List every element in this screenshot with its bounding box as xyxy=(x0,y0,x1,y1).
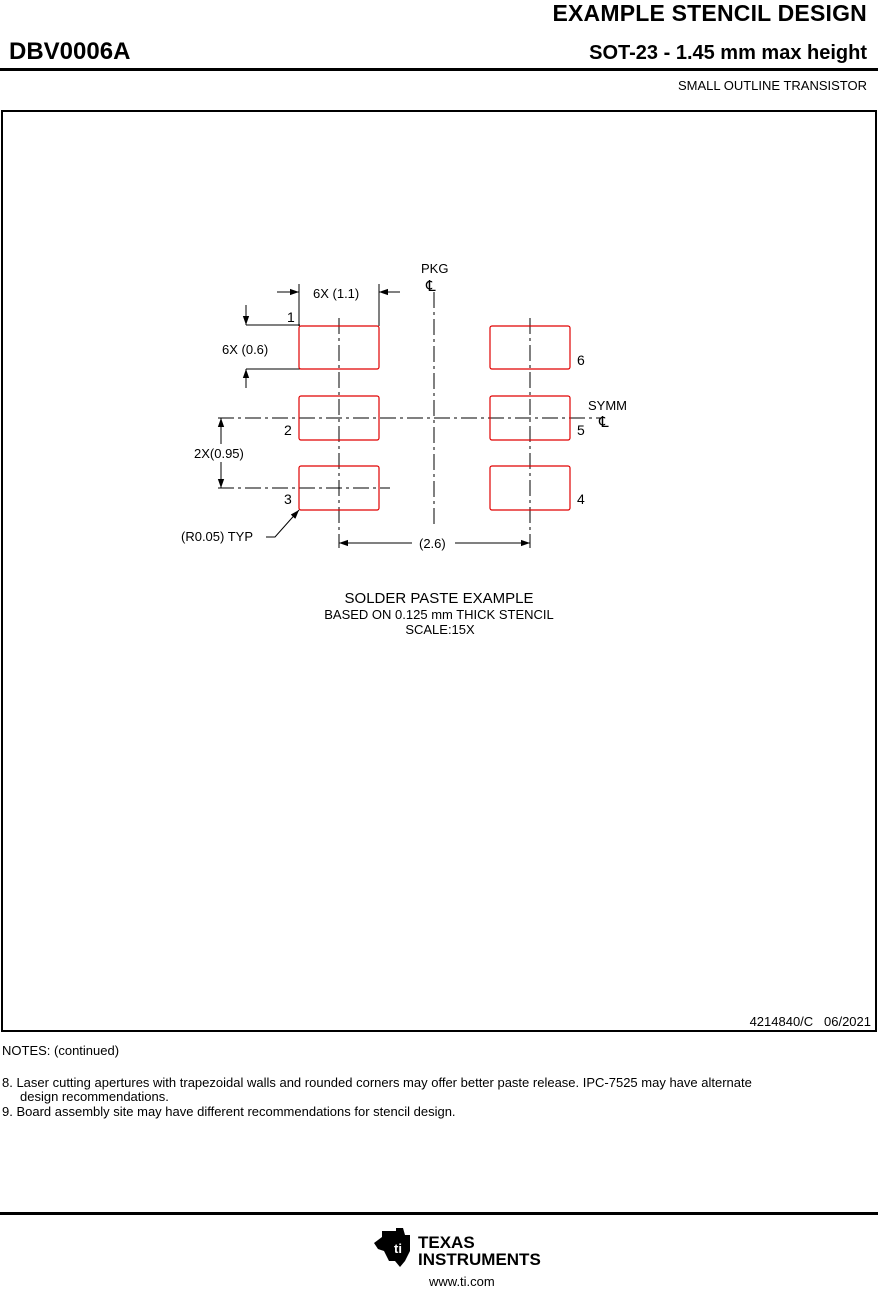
caption-title: SOLDER PASTE EXAMPLE xyxy=(345,590,534,607)
pad-6 xyxy=(489,325,571,370)
package-description: SMALL OUTLINE TRANSISTOR xyxy=(677,78,867,93)
ti-brand-line2: INSTRUMENTS xyxy=(418,1250,541,1269)
note-8-continued: design recommendations. xyxy=(20,1089,169,1104)
pkg-centerline-symbol: ℄ xyxy=(425,278,436,295)
pad-1 xyxy=(298,325,380,370)
drawing-title: EXAMPLE STENCIL DESIGN xyxy=(552,0,867,26)
ti-brand-line1: TEXAS xyxy=(418,1233,475,1252)
symm-label: SYMM xyxy=(588,398,627,413)
dim-radius-label: (R0.05) TYP xyxy=(181,529,253,544)
pad-3 xyxy=(298,465,380,511)
drawing-frame xyxy=(1,110,877,1032)
dim-width-label: 6X (1.1) xyxy=(313,286,359,301)
dim-height-label: 6X (0.6) xyxy=(222,342,268,357)
note-8: 8. Laser cutting apertures with trapezoi… xyxy=(2,1075,752,1090)
package-name: SOT-23 - 1.45 mm max height xyxy=(589,42,867,64)
svg-text:ti: ti xyxy=(394,1241,402,1256)
pin-2-label: 2 xyxy=(284,422,292,438)
ti-logo-icon: ti TEXAS INSTRUMENTS xyxy=(374,1228,541,1269)
radius-leader xyxy=(266,509,300,538)
pin-3-label: 3 xyxy=(284,491,292,507)
header-rule xyxy=(0,68,878,71)
website-url: www.ti.com xyxy=(429,1274,495,1289)
pitch-label-bg xyxy=(191,444,251,462)
package-code: DBV0006A xyxy=(9,38,131,65)
dim-span-label: (2.6) xyxy=(419,536,446,551)
pin-4-label: 4 xyxy=(577,491,585,507)
pin-5-label: 5 xyxy=(577,422,585,438)
pad-5 xyxy=(489,395,571,441)
document-number: 4214840/C 06/2021 xyxy=(749,1014,871,1029)
pad-4 xyxy=(489,465,571,511)
symm-centerline-symbol: ℄ xyxy=(598,414,609,431)
pin-6-label: 6 xyxy=(577,352,585,368)
ti-logo: ti TEXAS INSTRUMENTS xyxy=(372,1227,552,1280)
pin-1-label: 1 xyxy=(287,309,295,325)
dim-pitch-label: 2X(0.95) xyxy=(194,446,244,461)
caption-scale: SCALE:15X xyxy=(405,622,475,637)
caption-stencil: BASED ON 0.125 mm THICK STENCIL xyxy=(324,607,554,622)
notes-heading: NOTES: (continued) xyxy=(2,1043,120,1058)
footer-rule xyxy=(0,1212,878,1215)
pkg-label: PKG xyxy=(421,261,448,276)
note-9: 9. Board assembly site may have differen… xyxy=(2,1104,456,1119)
pad-2 xyxy=(298,395,380,441)
